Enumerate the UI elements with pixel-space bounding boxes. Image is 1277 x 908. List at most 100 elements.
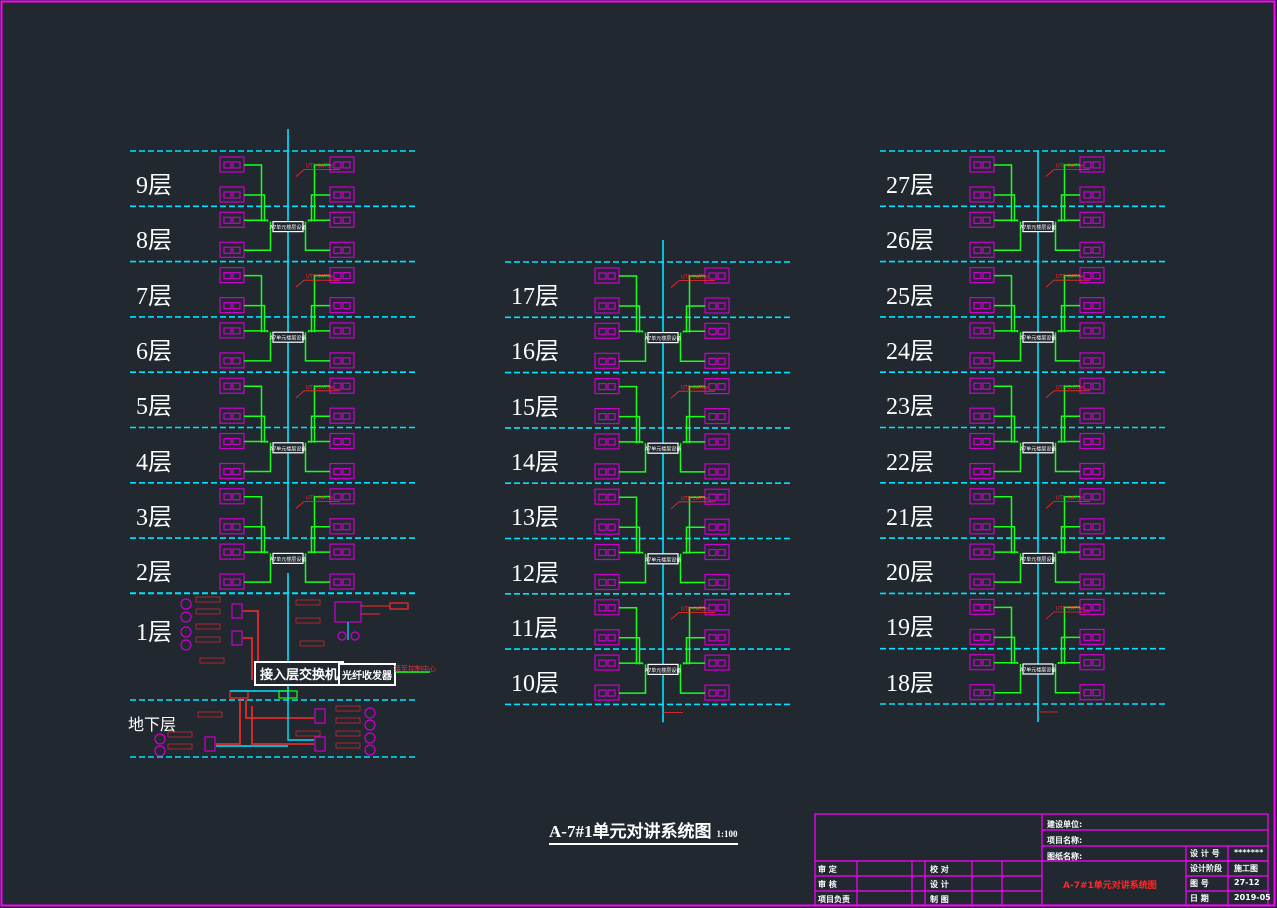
green-cable <box>619 415 641 444</box>
floor-distribution-box <box>272 552 304 565</box>
monitor-key <box>232 548 241 556</box>
annotation-box <box>295 730 321 737</box>
camera-icon <box>364 707 376 719</box>
monitor-screen <box>223 548 232 556</box>
green-cable <box>682 330 705 333</box>
green-cable <box>1063 385 1080 443</box>
monitor-screen <box>333 191 342 199</box>
green-cable <box>619 305 641 333</box>
camera-icon <box>180 598 192 610</box>
floor-distribution-box <box>1022 663 1054 675</box>
annotation-box <box>295 617 321 624</box>
red-cable <box>251 706 314 745</box>
monitor-screen <box>598 272 607 280</box>
monitor-key <box>607 604 616 612</box>
green-cable <box>994 551 1019 554</box>
monitor-key <box>1092 191 1101 199</box>
monitor-screen <box>333 302 342 310</box>
monitor-key <box>982 191 991 199</box>
green-cable <box>310 194 330 222</box>
floor-label: 17层 <box>511 284 559 310</box>
monitor-screen <box>1083 633 1092 642</box>
green-cable <box>244 415 266 443</box>
box-text: A7单元楼层设备 <box>270 335 307 342</box>
monitor-screen <box>973 633 982 642</box>
monitor-key <box>982 467 991 476</box>
monitor-screen <box>223 302 232 310</box>
monitor-screen <box>708 604 717 612</box>
floor-label: 15层 <box>511 394 559 421</box>
monitor-screen <box>1083 689 1092 697</box>
tb-left-cell: 设 计 <box>930 880 949 889</box>
monitor-key <box>717 523 726 531</box>
green-cable <box>313 164 330 222</box>
green-cable <box>1057 551 1080 554</box>
green-cable <box>679 332 705 363</box>
monitor-screen <box>333 467 342 476</box>
annotation-leader <box>1045 169 1055 177</box>
floor-label: 19层 <box>886 615 934 642</box>
green-cable <box>244 496 263 554</box>
monitor-screen <box>973 327 982 335</box>
monitor-screen <box>708 689 717 697</box>
tb-build-unit: 建设单位: <box>1047 820 1083 829</box>
monitor-key <box>232 327 241 335</box>
annotation-box <box>295 599 321 606</box>
fiber-transceiver[interactable]: 光纤收发器 <box>338 663 396 686</box>
monitor-screen <box>1083 161 1092 169</box>
green-cable <box>619 607 638 665</box>
tb-right-cell: 设 计 号 <box>1190 849 1220 858</box>
monitor-key <box>1092 382 1101 390</box>
monitor-screen <box>708 357 717 365</box>
monitor-screen <box>973 302 982 310</box>
drawing-scale: 1:100 <box>716 829 738 839</box>
monitor-screen <box>598 689 607 697</box>
monitor-key <box>607 548 616 557</box>
outgoing-note: 接至控制中心 <box>394 665 436 673</box>
monitor-screen <box>1083 272 1092 280</box>
annotation-leader <box>295 279 305 288</box>
tb-drawing-name-label: 图纸名称: <box>1047 852 1083 861</box>
annotation-leader <box>670 390 680 399</box>
access-switch[interactable]: 接入层交换机 <box>254 661 345 686</box>
monitor-screen <box>333 412 342 420</box>
monitor-key <box>1092 272 1101 280</box>
door-station-icon <box>231 603 243 619</box>
monitor-key <box>717 327 726 335</box>
green-cable <box>619 553 647 584</box>
monitor-screen <box>598 634 607 642</box>
floor-distribution-box <box>272 331 304 343</box>
monitor-key <box>1092 412 1101 420</box>
green-cable <box>994 330 1019 333</box>
green-cable <box>313 385 330 443</box>
green-cable <box>1063 164 1080 222</box>
tb-right-cell: ******* <box>1234 848 1264 857</box>
green-cable <box>994 415 1016 443</box>
monitor-screen <box>973 246 982 254</box>
monitor-screen <box>1083 493 1092 501</box>
monitor-screen <box>333 548 342 556</box>
monitor-key <box>342 467 351 476</box>
green-cable <box>244 164 263 222</box>
floor-label: 4层 <box>136 449 172 476</box>
annotation-text: UTP CAT5e <box>681 275 708 281</box>
tb-right-cell: 2019-05 <box>1234 893 1271 902</box>
green-cable <box>244 385 263 443</box>
green-cable <box>1054 442 1080 473</box>
monitor-key <box>717 548 726 557</box>
monitor-screen <box>973 578 982 586</box>
green-cable <box>619 637 641 665</box>
monitor-key <box>717 689 726 697</box>
floor-distribution-box <box>647 663 679 676</box>
annotation-leader <box>1045 501 1055 509</box>
monitor-key <box>1092 327 1101 335</box>
monitor-key <box>607 689 616 697</box>
annotation-box <box>195 596 221 603</box>
monitor-screen <box>1083 191 1092 199</box>
monitor-key <box>232 302 241 310</box>
green-cable <box>244 274 263 333</box>
annotation-text: UTP CAT5e <box>1056 606 1083 612</box>
